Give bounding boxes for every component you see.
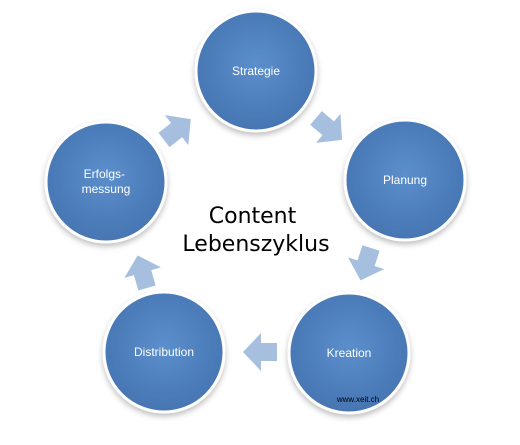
node-label-erfolgsmessung-line2: messung <box>82 182 131 196</box>
arrow-strategie-to-planung <box>310 111 343 143</box>
node-erfolgsmessung: Erfolgs- messung <box>44 120 168 244</box>
node-circle-kreation <box>287 291 411 415</box>
node-label-strategie: Strategie <box>232 64 280 78</box>
center-title-line1: Content <box>209 204 297 229</box>
arrow-distribution-to-erfolgsmessung <box>124 255 161 291</box>
arrow-kreation-to-distribution <box>243 333 277 371</box>
node-distribution: Distribution <box>102 290 226 414</box>
node-label-planung: Planung <box>383 173 427 187</box>
node-label-erfolgsmessung-line1: Erfolgs- <box>84 167 125 181</box>
cycle-arrows <box>124 111 385 371</box>
node-circle-distribution <box>102 290 226 414</box>
arrow-erfolgsmessung-to-strategie <box>158 115 191 148</box>
center-title: Content Lebenszyklus <box>182 204 329 257</box>
arrow-planung-to-kreation <box>347 245 385 281</box>
watermark-url: www.xeit.ch <box>336 395 379 404</box>
node-kreation: Kreation <box>287 291 411 415</box>
node-strategie: Strategie <box>194 9 318 133</box>
node-label-distribution: Distribution <box>134 345 194 359</box>
center-title-line2: Lebenszyklus <box>182 232 329 257</box>
node-label-erfolgsmessung: Erfolgs- messung <box>82 167 131 196</box>
node-circle-strategie <box>194 9 318 133</box>
node-circle-planung <box>343 118 467 242</box>
node-planung: Planung <box>343 118 467 242</box>
node-label-kreation: Kreation <box>327 346 372 360</box>
node-circle-erfolgsmessung <box>44 120 168 244</box>
